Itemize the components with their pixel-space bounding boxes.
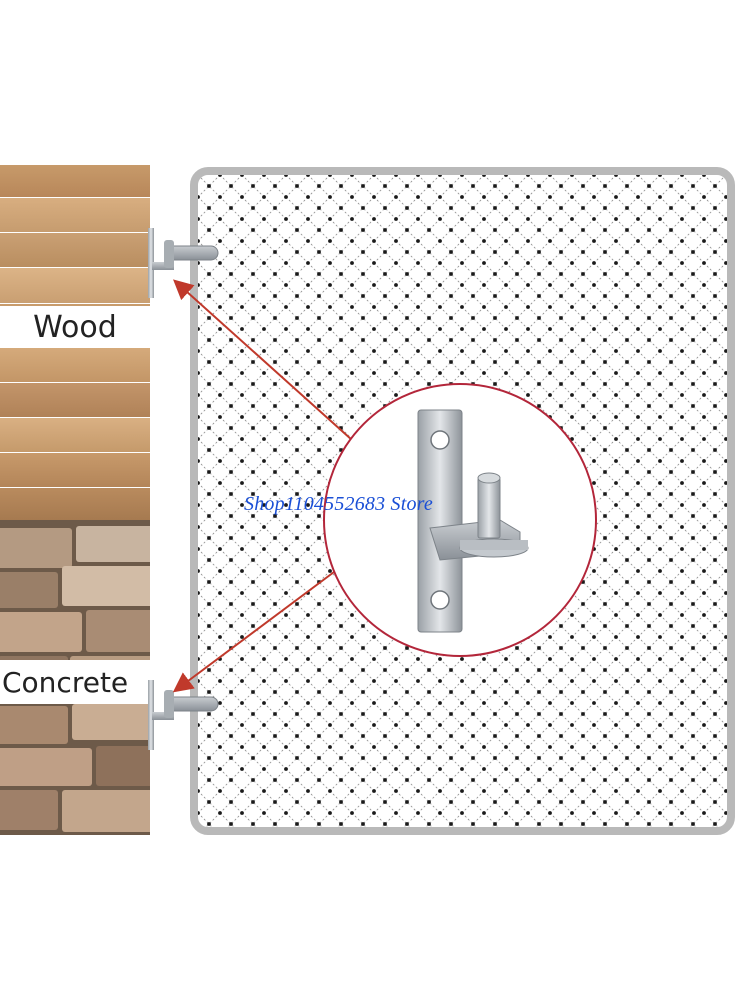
wood-label: Wood	[0, 306, 150, 348]
store-watermark: Shop1104552683 Store	[244, 493, 433, 515]
concrete-label-text: Concrete	[2, 665, 129, 699]
bottom-hinge	[148, 680, 219, 750]
hinge-closeup	[323, 383, 597, 657]
arrow-to-bottom-hinge	[172, 571, 335, 693]
top-hinge	[148, 228, 219, 298]
wood-label-text: Wood	[33, 309, 117, 345]
concrete-label: Concrete	[0, 660, 150, 704]
arrow-to-top-hinge	[173, 279, 353, 441]
